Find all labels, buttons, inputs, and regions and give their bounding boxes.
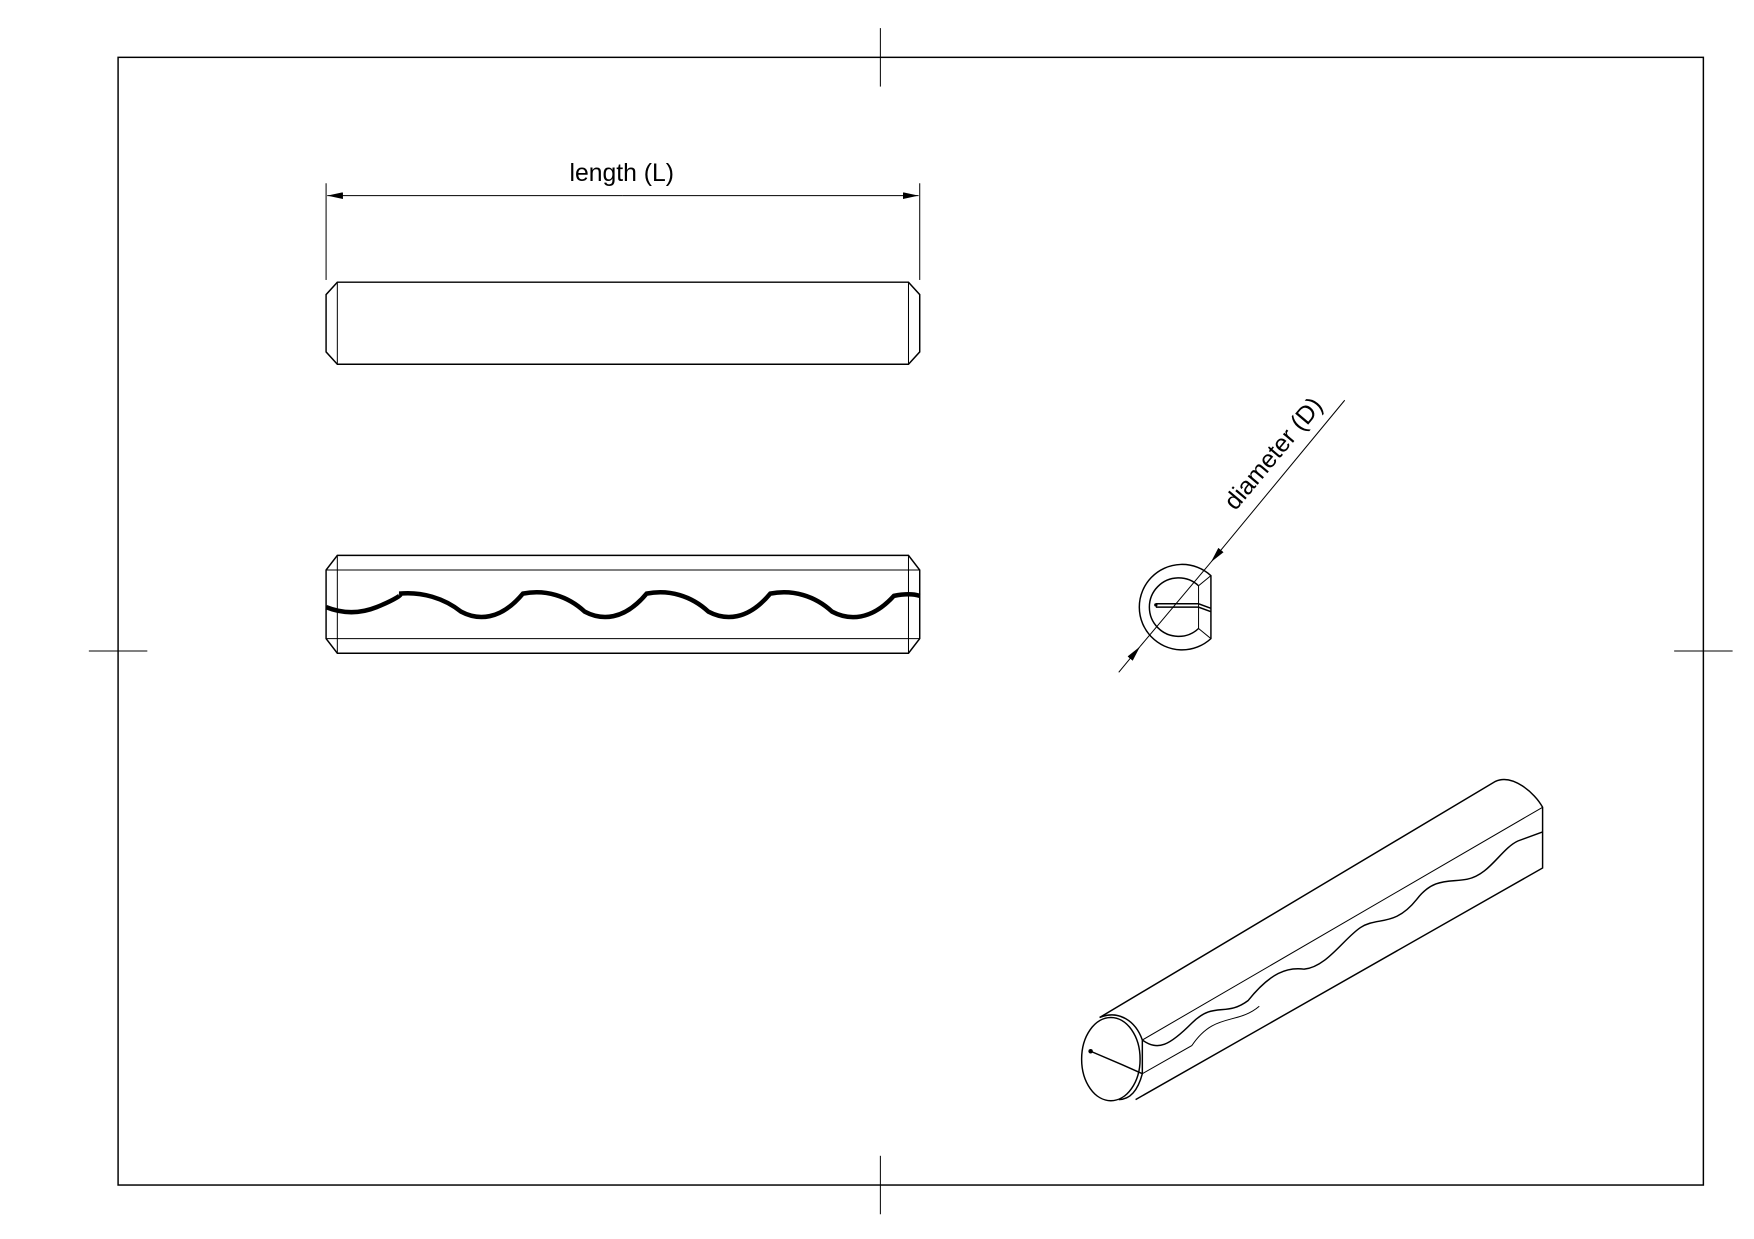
length-label: length (L) [570, 160, 674, 187]
isometric-view [1080, 779, 1544, 1102]
wave-seam [325, 590, 921, 620]
end-view [1138, 563, 1212, 651]
diameter-dimension: diameter (D) [1118, 393, 1346, 673]
side-view [325, 554, 921, 654]
top-view [325, 281, 921, 366]
center-marks [88, 28, 1733, 1215]
length-dimension: length (L) [325, 160, 921, 280]
drawing-border [117, 56, 1705, 1186]
diameter-label: diameter (D) [1219, 393, 1328, 516]
